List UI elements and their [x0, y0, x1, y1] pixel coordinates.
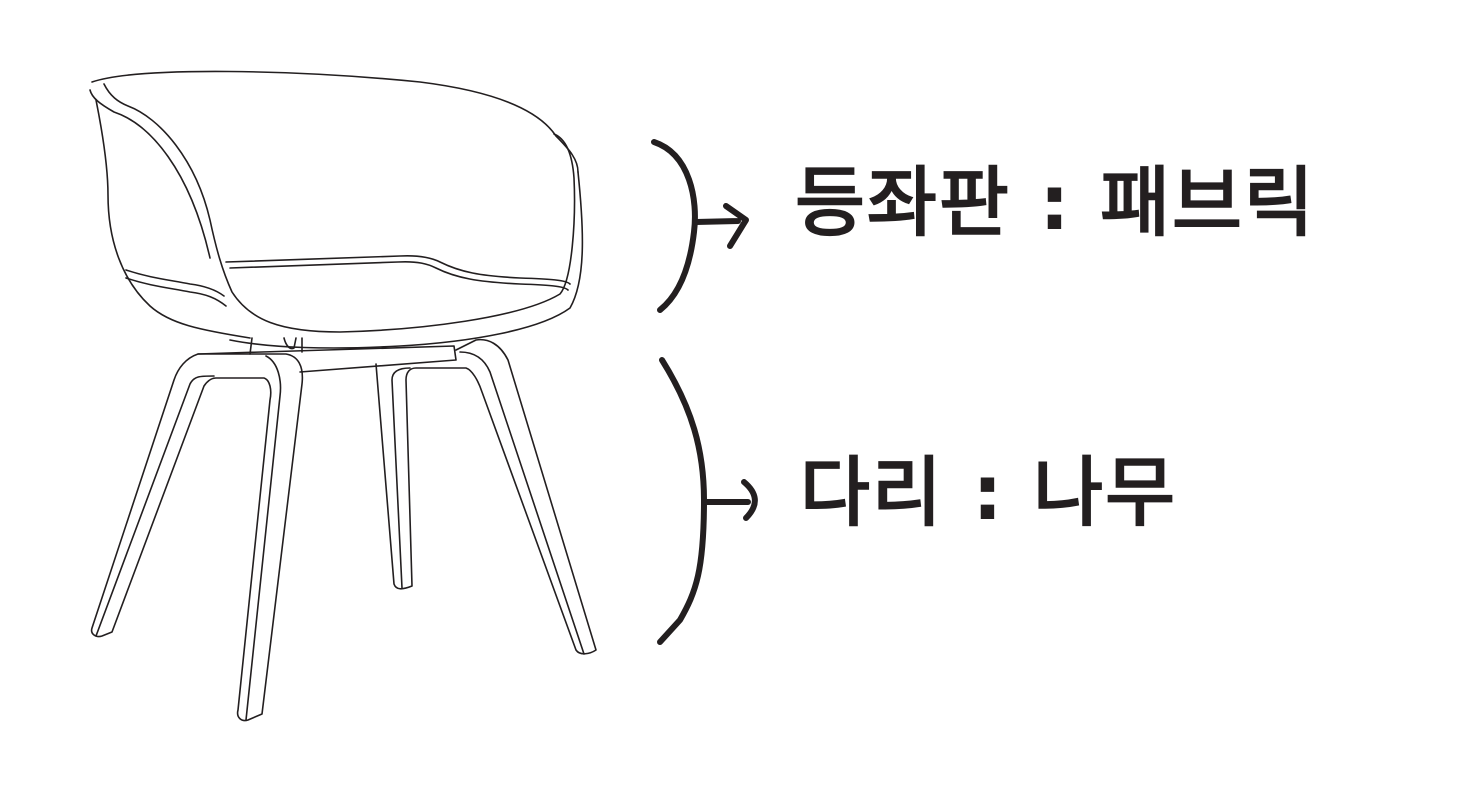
- chair-shell-back-right: [229, 171, 584, 349]
- callout-brackets: [651, 139, 758, 645]
- chair-shell-inner-left: [103, 83, 576, 333]
- chair-shell-rim: [91, 70, 579, 173]
- chair-seat-line: [225, 255, 571, 285]
- chair-leg-back-right: [375, 338, 597, 655]
- bracket-legs: [657, 357, 707, 645]
- chair-cross-rail: [197, 345, 457, 373]
- chair-shell-rim-inner: [89, 89, 211, 259]
- label-legs-material: 다리 : 나무: [800, 448, 1177, 537]
- bracket-backrest: [651, 139, 698, 313]
- label-backrest-material: 등좌판 : 패브릭: [795, 158, 1316, 247]
- chair-shell-outer-left: [95, 99, 251, 339]
- chair-mount: [249, 337, 303, 355]
- chair-seat-line-lower: [229, 261, 569, 291]
- chair-illustration: [89, 70, 597, 722]
- chair-leg-back-right-inner: [391, 351, 585, 655]
- arrow-backrest: [693, 203, 749, 249]
- chair-leg-front-left: [90, 353, 304, 722]
- chair-seat-edge-left: [125, 269, 225, 297]
- arrow-legs: [703, 479, 758, 521]
- chair-seat-edge-left-2: [125, 277, 227, 307]
- chair-leg-front-left-inner: [95, 355, 282, 721]
